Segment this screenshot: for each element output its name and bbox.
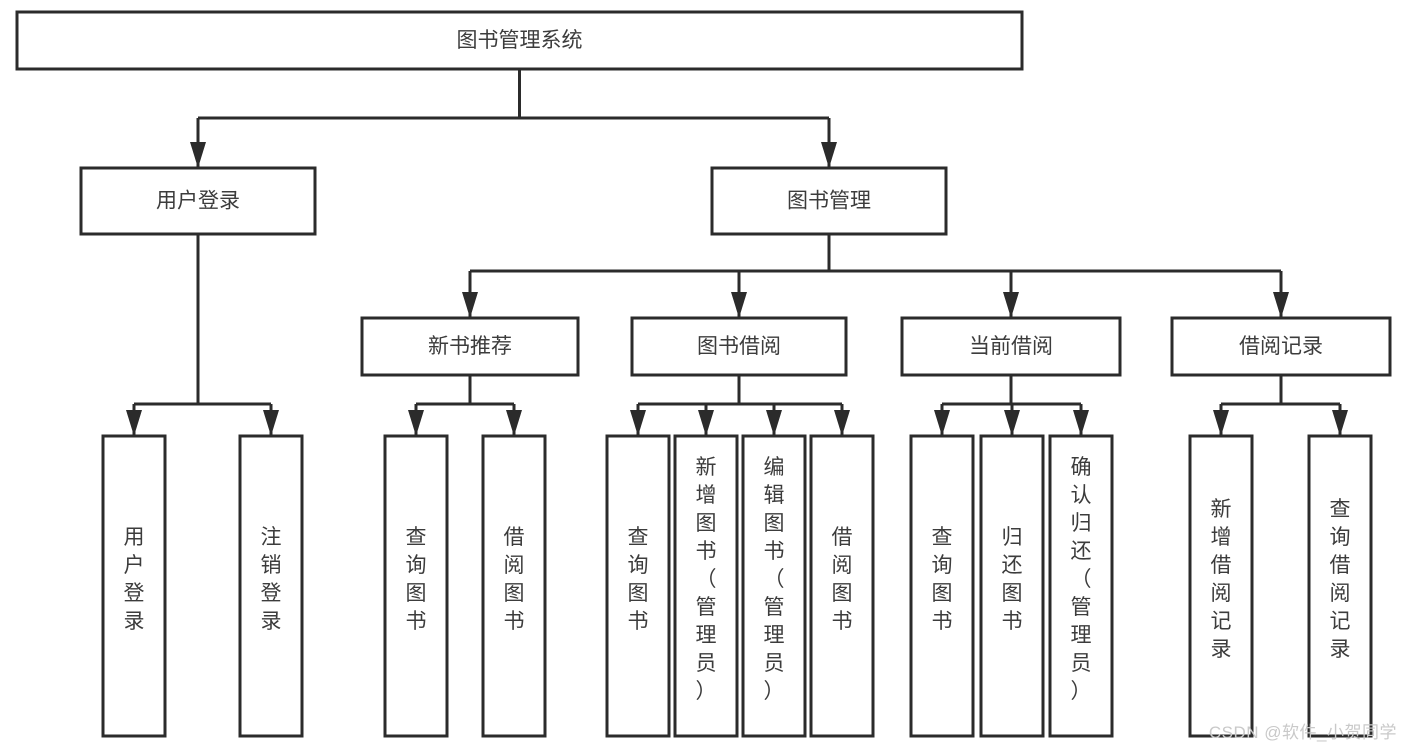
node-leaf-query-book-rec[interactable]: 查询图书: [383, 434, 449, 738]
node-label: 查询图书: [932, 526, 953, 633]
connectors-layer: [126, 69, 1348, 436]
node-box: [909, 434, 975, 738]
node-current-borrow[interactable]: 当前借阅: [900, 316, 1122, 377]
node-label: 新增图书（管理员）: [696, 456, 717, 703]
node-label: 新增借阅记录: [1211, 498, 1232, 661]
node-label: 借阅图书: [504, 526, 525, 633]
node-leaf-borrow-book-rec[interactable]: 借阅图书: [481, 434, 547, 738]
node-leaf-query-book-borrow[interactable]: 查询图书: [605, 434, 671, 738]
node-label: 当前借阅: [969, 335, 1053, 358]
node-book-borrow[interactable]: 图书借阅: [630, 316, 848, 377]
node-leaf-edit-book[interactable]: 编辑图书（管理员）: [741, 434, 807, 738]
node-box: [15, 10, 1024, 71]
arrow-head-icon: [190, 142, 206, 168]
arrow-head-icon: [934, 410, 950, 436]
node-box: [1170, 316, 1392, 377]
node-label: 编辑图书（管理员）: [764, 456, 785, 703]
node-label: 借阅记录: [1239, 335, 1323, 358]
node-label: 图书管理系统: [457, 29, 583, 52]
node-box: [673, 434, 739, 738]
node-user-login[interactable]: 用户登录: [79, 166, 317, 236]
node-new-book-recommend[interactable]: 新书推荐: [360, 316, 580, 377]
node-leaf-query-record[interactable]: 查询借阅记录: [1307, 434, 1373, 738]
node-box: [1307, 434, 1373, 738]
arrow-head-icon: [1003, 292, 1019, 318]
node-box: [1188, 434, 1254, 738]
node-leaf-add-record[interactable]: 新增借阅记录: [1188, 434, 1254, 738]
node-label: 新书推荐: [428, 335, 512, 358]
arrow-head-icon: [408, 410, 424, 436]
arrow-head-icon: [698, 410, 714, 436]
arrow-head-icon: [462, 292, 478, 318]
node-book-manage[interactable]: 图书管理: [710, 166, 948, 236]
arrow-head-icon: [1073, 410, 1089, 436]
node-leaf-add-book[interactable]: 新增图书（管理员）: [673, 434, 739, 738]
node-label: 用户登录: [124, 526, 145, 633]
node-label: 注销登录: [261, 526, 282, 633]
node-label: 归还图书: [1002, 526, 1023, 633]
arrow-head-icon: [506, 410, 522, 436]
arrow-head-icon: [821, 142, 837, 168]
node-label: 查询图书: [406, 526, 427, 633]
node-box: [605, 434, 671, 738]
arrow-head-icon: [766, 410, 782, 436]
node-label: 查询图书: [628, 526, 649, 633]
node-label: 借阅图书: [832, 526, 853, 633]
node-box: [360, 316, 580, 377]
arrow-head-icon: [630, 410, 646, 436]
node-box: [383, 434, 449, 738]
node-box: [238, 434, 304, 738]
node-label: 图书管理: [787, 190, 871, 213]
arrow-head-icon: [1004, 410, 1020, 436]
node-leaf-user-logout[interactable]: 注销登录: [238, 434, 304, 738]
node-label: 查询借阅记录: [1330, 498, 1351, 661]
node-leaf-user-login[interactable]: 用户登录: [101, 434, 167, 738]
nodes-layer: 图书管理系统用户登录图书管理新书推荐图书借阅当前借阅借阅记录用户登录注销登录查询…: [15, 10, 1392, 738]
node-leaf-return-book[interactable]: 归还图书: [979, 434, 1045, 738]
arrow-head-icon: [1332, 410, 1348, 436]
node-label: 确认归还（管理员）: [1071, 456, 1092, 703]
node-box: [710, 166, 948, 236]
arrow-head-icon: [731, 292, 747, 318]
node-box: [481, 434, 547, 738]
node-box: [101, 434, 167, 738]
node-box: [741, 434, 807, 738]
arrow-head-icon: [263, 410, 279, 436]
node-leaf-borrow-book[interactable]: 借阅图书: [809, 434, 875, 738]
arrow-head-icon: [1213, 410, 1229, 436]
arrow-head-icon: [834, 410, 850, 436]
node-leaf-query-book-cur[interactable]: 查询图书: [909, 434, 975, 738]
node-box: [809, 434, 875, 738]
node-box: [79, 166, 317, 236]
node-borrow-record[interactable]: 借阅记录: [1170, 316, 1392, 377]
node-box: [979, 434, 1045, 738]
watermark-label: CSDN @软件_小贺同学: [1208, 723, 1397, 742]
node-root-图书管理系统[interactable]: 图书管理系统: [15, 10, 1024, 71]
node-box: [900, 316, 1122, 377]
node-label: 图书借阅: [697, 335, 781, 358]
node-label: 用户登录: [156, 190, 240, 213]
arrow-head-icon: [126, 410, 142, 436]
node-leaf-confirm-return[interactable]: 确认归还（管理员）: [1048, 434, 1114, 738]
node-box: [1048, 434, 1114, 738]
arrow-head-icon: [1273, 292, 1289, 318]
node-box: [630, 316, 848, 377]
